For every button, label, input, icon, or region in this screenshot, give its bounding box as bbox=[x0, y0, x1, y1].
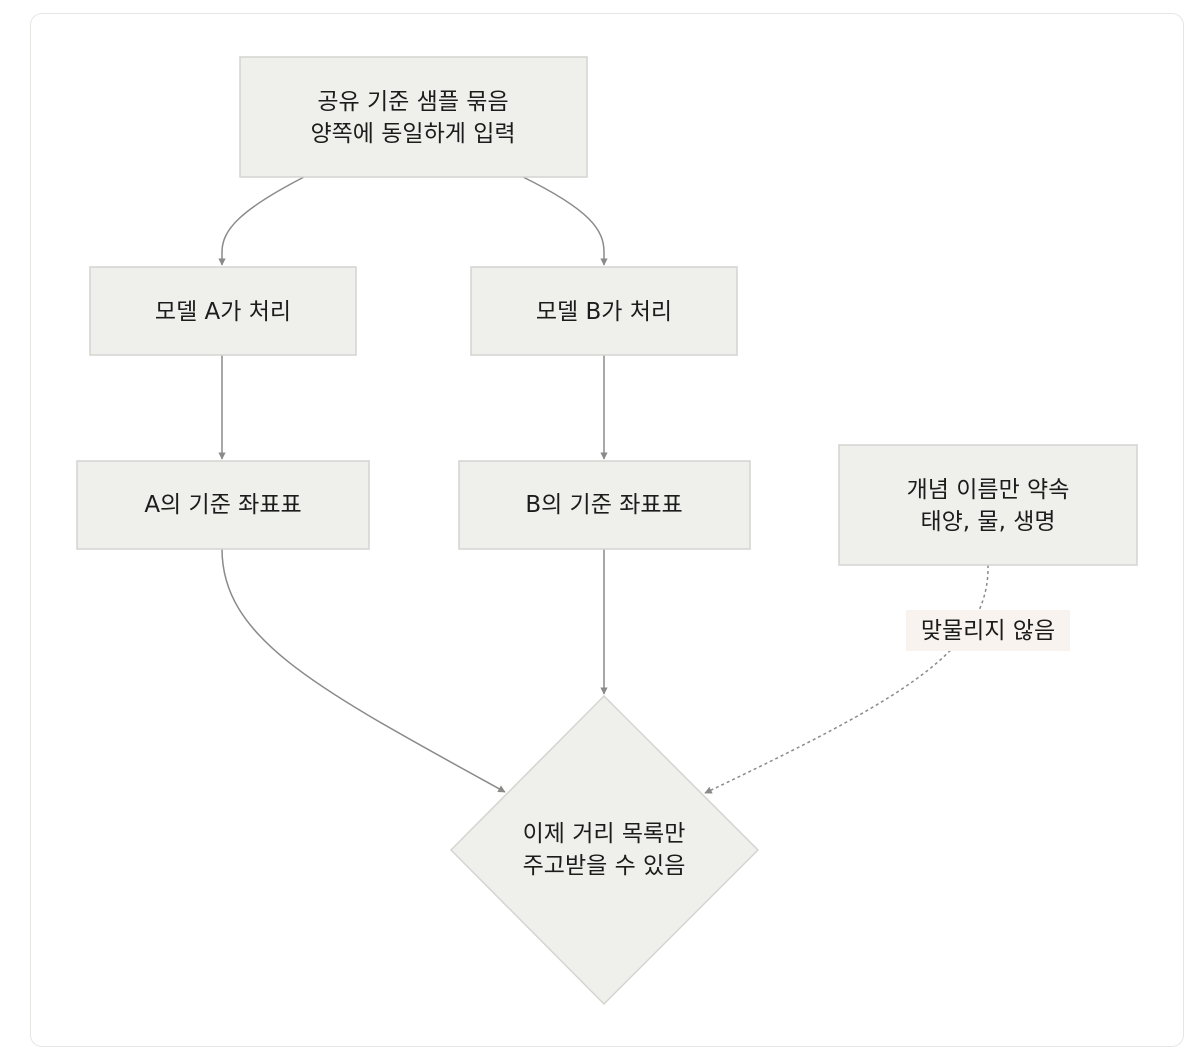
node-coords-a: A의 기준 좌표표 bbox=[76, 460, 370, 550]
edge-coords-a-to-result bbox=[221, 548, 506, 793]
node-concept-names-line1: 개념 이름만 약속 bbox=[907, 477, 1070, 503]
node-model-a-label: 모델 A가 처리 bbox=[155, 299, 291, 325]
node-result-line1: 이제 거리 목록만 bbox=[523, 821, 686, 847]
node-coords-b-label: B의 기준 좌표표 bbox=[525, 492, 682, 518]
node-shared-samples-line2: 양쪽에 동일하게 입력 bbox=[310, 121, 515, 147]
node-shared-samples: 공유 기준 샘플 묶음 양쪽에 동일하게 입력 bbox=[239, 56, 588, 178]
node-model-a: 모델 A가 처리 bbox=[89, 266, 357, 356]
edge-shared-to-model-b bbox=[522, 176, 608, 266]
node-concept-names: 개념 이름만 약속 태양, 물, 생명 bbox=[838, 444, 1138, 566]
edge-label-not-matching: 맞물리지 않음 bbox=[921, 618, 1055, 644]
node-coords-a-label: A의 기준 좌표표 bbox=[144, 492, 301, 518]
node-concept-names-line2: 태양, 물, 생명 bbox=[920, 509, 1055, 535]
edge-label-background bbox=[906, 610, 1070, 651]
node-coords-b: B의 기준 좌표표 bbox=[458, 460, 751, 550]
node-result-decision: 이제 거리 목록만 주고받을 수 있음 bbox=[449, 694, 760, 1006]
node-shared-samples-line1: 공유 기준 샘플 묶음 bbox=[317, 89, 508, 115]
edge-shared-to-model-a bbox=[218, 176, 305, 266]
node-model-b-label: 모델 B가 처리 bbox=[536, 299, 672, 325]
node-result-line2: 주고받을 수 있음 bbox=[523, 853, 686, 879]
edge-concept-to-result bbox=[704, 564, 989, 794]
node-model-b: 모델 B가 처리 bbox=[470, 266, 738, 356]
